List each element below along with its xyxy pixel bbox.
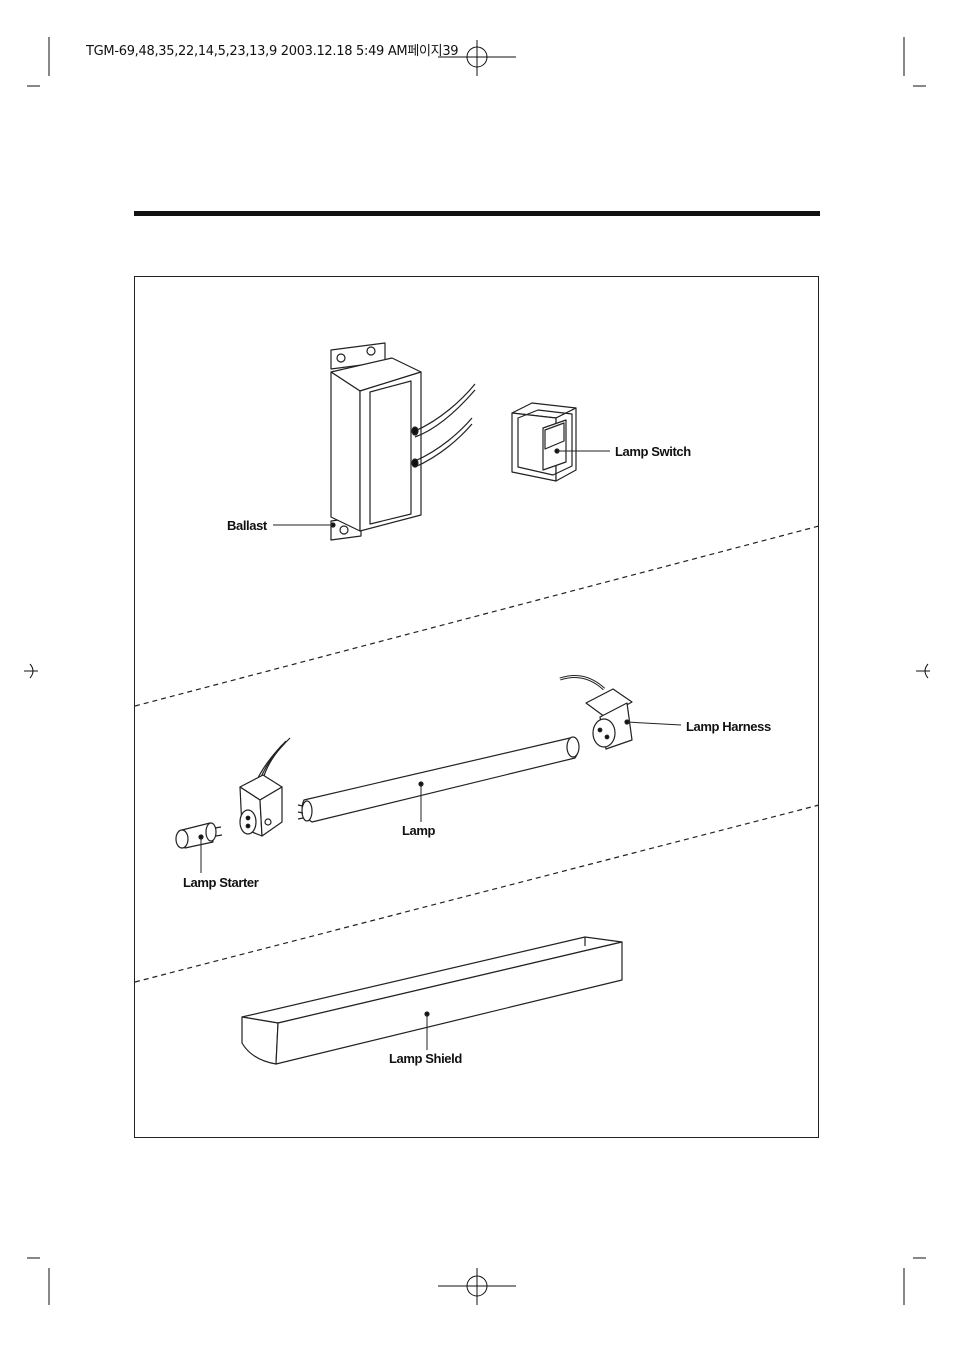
lamp-harness-label: Lamp Harness — [686, 719, 771, 734]
lamp-icon — [297, 736, 580, 823]
lamp-shield-label: Lamp Shield — [389, 1051, 462, 1066]
print-slug: TGM-69,48,35,22,14,5,23,13,9 2003.12.18 … — [86, 44, 459, 59]
lamp-shield-icon — [241, 936, 623, 1065]
lamp-starter-label: Lamp Starter — [183, 875, 259, 890]
ballast-label: Ballast — [227, 518, 267, 533]
lamp-switch-label: Lamp Switch — [615, 444, 691, 459]
lamp-label: Lamp — [402, 823, 436, 838]
ballast-icon — [330, 342, 476, 541]
parts-diagram-frame — [134, 276, 819, 1138]
lamp-harness-icon — [559, 675, 633, 750]
section-rule — [134, 211, 820, 216]
lamp-starter-icon — [175, 822, 223, 849]
lamp-switch-icon — [511, 402, 577, 482]
leader-lines — [200, 450, 682, 1050]
separator-line-1 — [134, 525, 820, 707]
separator-line-2 — [134, 804, 820, 983]
lamp-holder-icon — [239, 737, 291, 837]
